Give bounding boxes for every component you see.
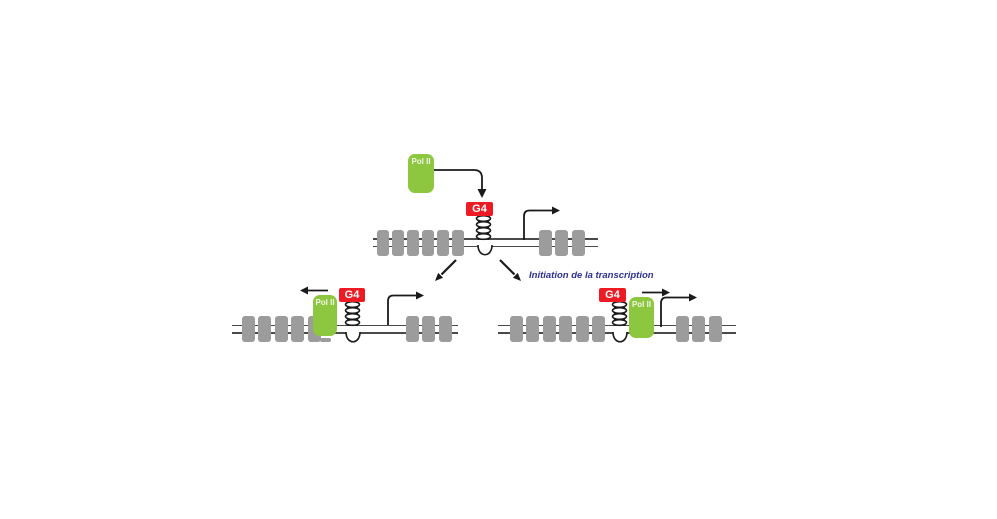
nucleosome	[575, 316, 589, 342]
bl-pol2-box: Pol II	[313, 295, 337, 336]
br-g4-label: G4	[605, 289, 620, 301]
bl-nucleosome-array-right	[406, 316, 452, 342]
nucleosome	[291, 316, 305, 342]
top-dna-loop-icon	[477, 244, 493, 256]
br-pol2-box: Pol II	[629, 297, 654, 338]
bl-nucleosome-array-left	[242, 316, 321, 342]
bl-g4-box: G4	[339, 288, 365, 302]
br-tss-arrow-icon	[660, 293, 697, 327]
nucleosome	[559, 316, 573, 342]
nucleosome	[571, 230, 585, 256]
nucleosome	[437, 230, 449, 256]
nucleosome	[242, 316, 255, 342]
nucleosome	[676, 316, 689, 342]
bl-pol2-label: Pol II	[315, 298, 335, 307]
bl-backward-arrow-icon	[300, 286, 328, 295]
br-pol2-label: Pol II	[631, 300, 652, 309]
top-g-quadruplex-icon	[475, 214, 492, 241]
top-g4-label: G4	[472, 203, 487, 215]
bl-dna-loop-icon	[345, 331, 361, 343]
top-nucleosome-array-right	[539, 230, 585, 256]
nucleosome	[274, 316, 288, 342]
br-dna-bottom-strand-left	[498, 332, 614, 334]
nucleosome	[526, 316, 540, 342]
top-nucleosome-array-left	[377, 230, 464, 256]
br-forward-arrow-icon	[642, 288, 670, 297]
bl-dna-bottom-strand-left	[232, 332, 346, 334]
nucleosome	[555, 230, 569, 256]
bl-displaced-nucleosome-fragment	[320, 337, 331, 342]
br-g-quadruplex-icon	[611, 300, 628, 327]
bl-dna-top-strand	[232, 324, 458, 327]
top-recruitment-arrow-icon	[434, 169, 487, 198]
nucleosome	[539, 230, 552, 256]
nucleosome	[708, 316, 722, 342]
nucleosome	[692, 316, 706, 342]
bl-tss-arrow-icon	[387, 291, 424, 325]
branch-arrow-left-icon	[435, 259, 457, 281]
nucleosome	[406, 316, 419, 342]
top-pol2-label: Pol II	[411, 157, 431, 166]
br-dna-loop-icon	[612, 331, 628, 343]
br-g4-box: G4	[599, 288, 626, 302]
top-pol2-box: Pol II	[408, 154, 434, 193]
branch-arrow-right-icon	[499, 259, 521, 281]
nucleosome	[407, 230, 419, 256]
top-g4-box: G4	[466, 202, 493, 216]
nucleosome	[591, 316, 605, 342]
nucleosome	[392, 230, 404, 256]
transcription-initiation-caption: Initiation de la transcription	[529, 270, 654, 281]
br-nucleosome-array-left	[510, 316, 605, 342]
bl-g-quadruplex-icon	[344, 300, 361, 327]
nucleosome	[377, 230, 389, 256]
br-nucleosome-array-right	[676, 316, 722, 342]
nucleosome	[542, 316, 556, 342]
top-tss-arrow-icon	[523, 206, 560, 240]
nucleosome	[510, 316, 523, 342]
nucleosome	[258, 316, 272, 342]
nucleosome	[422, 230, 434, 256]
bl-g4-label: G4	[344, 289, 360, 301]
nucleosome	[438, 316, 452, 342]
nucleosome	[452, 230, 464, 256]
nucleosome	[422, 316, 436, 342]
